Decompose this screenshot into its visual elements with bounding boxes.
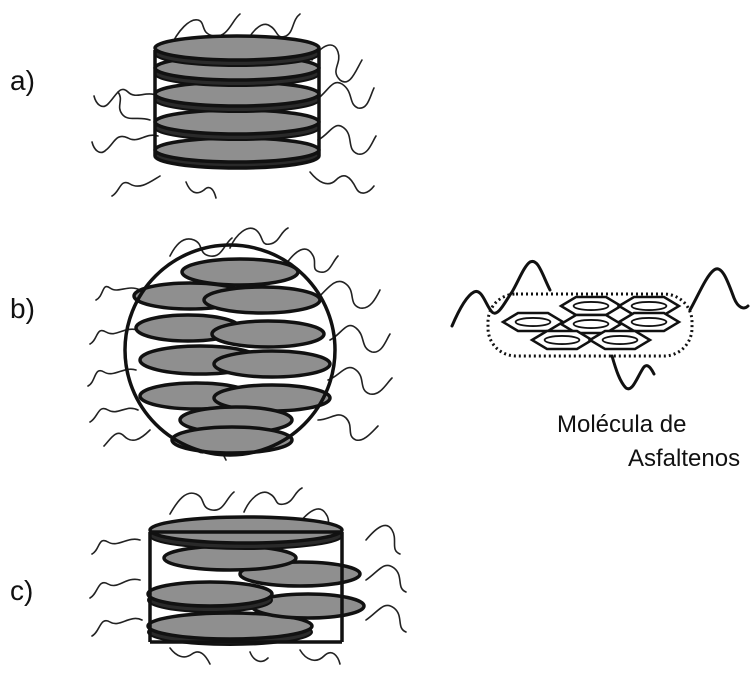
molecule-caption-line1: Molécula de: [557, 411, 686, 438]
aromatic-ring: [590, 331, 650, 349]
panel-a-disc-stack: [155, 36, 319, 168]
panel-c-label: c): [10, 575, 33, 606]
panel-c-disc-stack: [148, 517, 364, 645]
molecule-caption-line2: Asfaltenos: [628, 445, 740, 472]
panel-b-label: b): [10, 293, 35, 324]
aromatic-rings: [503, 297, 679, 349]
aromatic-ring: [561, 297, 621, 315]
panel-b: b): [10, 228, 392, 460]
aromatic-ring: [619, 313, 679, 331]
aromatic-ring: [532, 331, 592, 349]
asphaltene-molecule: Molécula de Asfaltenos: [452, 261, 748, 472]
aromatic-ring: [503, 313, 563, 331]
panel-c: c): [10, 488, 406, 664]
panel-b-disc-stack: [134, 259, 330, 453]
panel-a-label: a): [10, 65, 35, 96]
panel-a: a): [10, 14, 376, 198]
